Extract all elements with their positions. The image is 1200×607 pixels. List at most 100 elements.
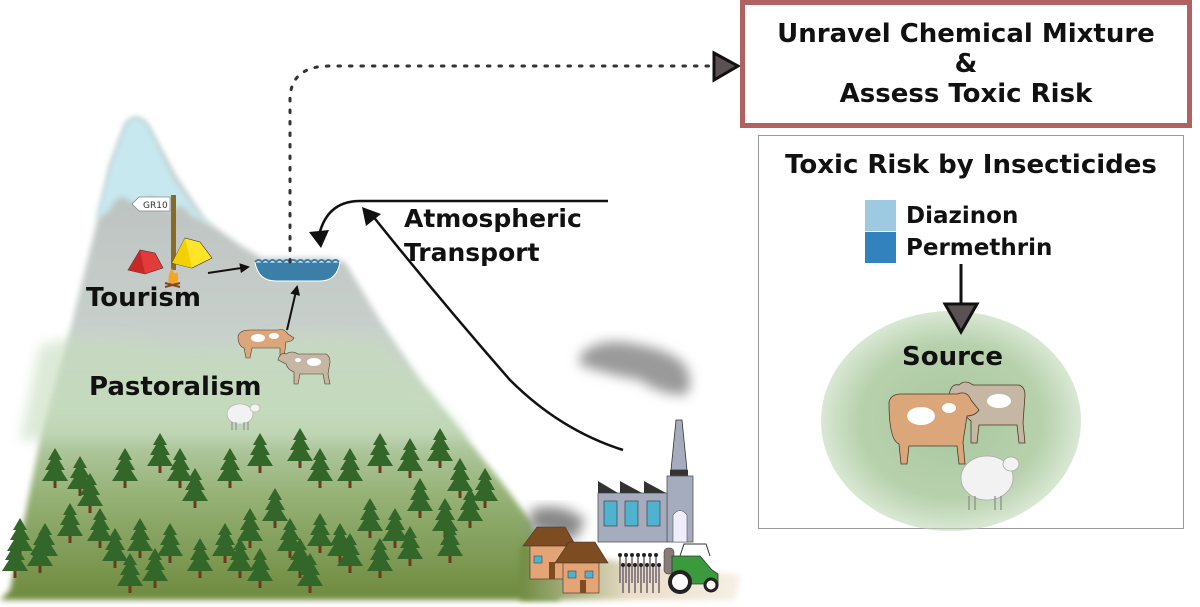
pine-tree-icon bbox=[117, 553, 143, 593]
pine-tree-icon bbox=[307, 513, 333, 553]
sheep-icon bbox=[960, 455, 1020, 510]
arrowhead-icon bbox=[309, 230, 329, 248]
crop-head bbox=[648, 553, 652, 557]
pine-tree-icon bbox=[262, 488, 288, 528]
pine-tree-icon bbox=[337, 533, 363, 573]
tent-yellow-icon bbox=[171, 237, 213, 269]
legend-label-permethrin: Permethrin bbox=[906, 234, 1053, 261]
pine-tree-icon bbox=[127, 518, 153, 558]
crop-head bbox=[624, 553, 628, 557]
pine-tree-icon bbox=[157, 523, 183, 563]
title-box: Unravel Chemical Mixture & Assess Toxic … bbox=[740, 0, 1192, 128]
crop-head bbox=[645, 563, 649, 567]
risk-panel-title: Toxic Risk by Insecticides bbox=[785, 150, 1157, 180]
smoke-cloud bbox=[580, 341, 690, 395]
cow-icon bbox=[888, 392, 980, 465]
pine-tree-icon bbox=[382, 508, 408, 548]
arrowhead-icon bbox=[362, 207, 381, 226]
tourism-label: Tourism bbox=[86, 283, 201, 313]
pine-tree-icon bbox=[247, 548, 273, 588]
factory-icon bbox=[597, 419, 694, 543]
crop-head bbox=[642, 553, 646, 557]
pastoralism-arrow bbox=[286, 285, 301, 331]
cow-icon bbox=[237, 329, 295, 359]
forest bbox=[2, 428, 498, 593]
pine-tree-icon bbox=[277, 518, 303, 558]
pine-tree-icon bbox=[407, 478, 433, 518]
source-graphics bbox=[888, 264, 1026, 510]
pine-tree-icon bbox=[187, 538, 213, 578]
crop-head bbox=[654, 553, 658, 557]
pine-tree-icon bbox=[297, 553, 323, 593]
crop-head bbox=[636, 553, 640, 557]
pine-tree-icon bbox=[147, 433, 173, 473]
title-line-3: Assess Toxic Risk bbox=[839, 79, 1093, 109]
trail-sign: GR10 bbox=[131, 195, 176, 270]
legend-item-diazinon: Diazinon bbox=[865, 200, 1018, 231]
crop-head bbox=[639, 563, 643, 567]
crop-head bbox=[630, 553, 634, 557]
tractor-icon bbox=[663, 543, 719, 594]
pine-tree-icon bbox=[337, 448, 363, 488]
toxic-risk-panel: Toxic Risk by Insecticides Diazinon Perm… bbox=[758, 135, 1184, 531]
atmospheric-transport-label-line1: Atmospheric bbox=[404, 204, 582, 233]
legend-label-diazinon: Diazinon bbox=[906, 202, 1019, 229]
pine-tree-icon bbox=[397, 526, 423, 566]
pine-tree-icon bbox=[367, 538, 393, 578]
pine-tree-icon bbox=[472, 468, 498, 508]
pine-tree-icon bbox=[57, 503, 83, 543]
pine-tree-icon bbox=[27, 533, 53, 573]
triangle-arrowhead-icon bbox=[712, 50, 742, 83]
tent-red-icon bbox=[127, 249, 164, 275]
pine-tree-icon bbox=[212, 523, 238, 563]
legend-item-permethrin: Permethrin bbox=[865, 232, 1052, 263]
pine-tree-icon bbox=[397, 438, 423, 478]
pine-tree-icon bbox=[217, 448, 243, 488]
crop-head bbox=[657, 563, 661, 567]
sheep-icon bbox=[226, 403, 261, 430]
lake bbox=[254, 259, 341, 282]
pine-tree-icon bbox=[142, 548, 168, 588]
source-arrowhead-icon bbox=[942, 302, 980, 336]
trail-sign-text: GR10 bbox=[143, 201, 168, 211]
crop-head bbox=[618, 553, 622, 557]
pine-tree-icon bbox=[367, 433, 393, 473]
tourism-arrow bbox=[207, 263, 250, 274]
atmospheric-transport-label-line2: Transport bbox=[404, 238, 540, 267]
pine-tree-icon bbox=[307, 448, 333, 488]
pine-tree-icon bbox=[2, 538, 28, 578]
pine-tree-icon bbox=[42, 448, 68, 488]
pine-tree-icon bbox=[167, 448, 193, 488]
pine-tree-icon bbox=[227, 538, 253, 578]
pine-tree-icon bbox=[87, 508, 113, 548]
campfire-icon bbox=[164, 268, 181, 288]
crop-head bbox=[633, 563, 637, 567]
crop-head bbox=[651, 563, 655, 567]
crops bbox=[618, 553, 661, 593]
legend-swatch-diazinon bbox=[865, 200, 896, 231]
pine-tree-icon bbox=[447, 458, 473, 498]
pine-tree-icon bbox=[102, 528, 128, 568]
pine-tree-icon bbox=[357, 498, 383, 538]
atmospheric-arrow-up bbox=[371, 214, 624, 452]
cow-icon bbox=[277, 351, 331, 385]
house-icon bbox=[554, 541, 609, 594]
pine-tree-icon bbox=[247, 433, 273, 473]
legend-swatch-permethrin bbox=[865, 232, 896, 263]
pine-tree-icon bbox=[287, 428, 313, 468]
pine-tree-icon bbox=[77, 473, 103, 513]
pine-tree-icon bbox=[427, 428, 453, 468]
source-label: Source bbox=[902, 342, 1003, 372]
pine-tree-icon bbox=[437, 523, 463, 563]
crop-head bbox=[621, 563, 625, 567]
pine-tree-icon bbox=[237, 508, 263, 548]
pine-tree-icon bbox=[182, 468, 208, 508]
title-line-1: Unravel Chemical Mixture bbox=[777, 19, 1155, 49]
title-line-2: & bbox=[954, 49, 978, 79]
pastoralism-label: Pastoralism bbox=[89, 372, 262, 402]
house-icon bbox=[522, 526, 577, 580]
pine-tree-icon bbox=[112, 448, 138, 488]
pine-tree-icon bbox=[457, 488, 483, 528]
crop-head bbox=[627, 563, 631, 567]
